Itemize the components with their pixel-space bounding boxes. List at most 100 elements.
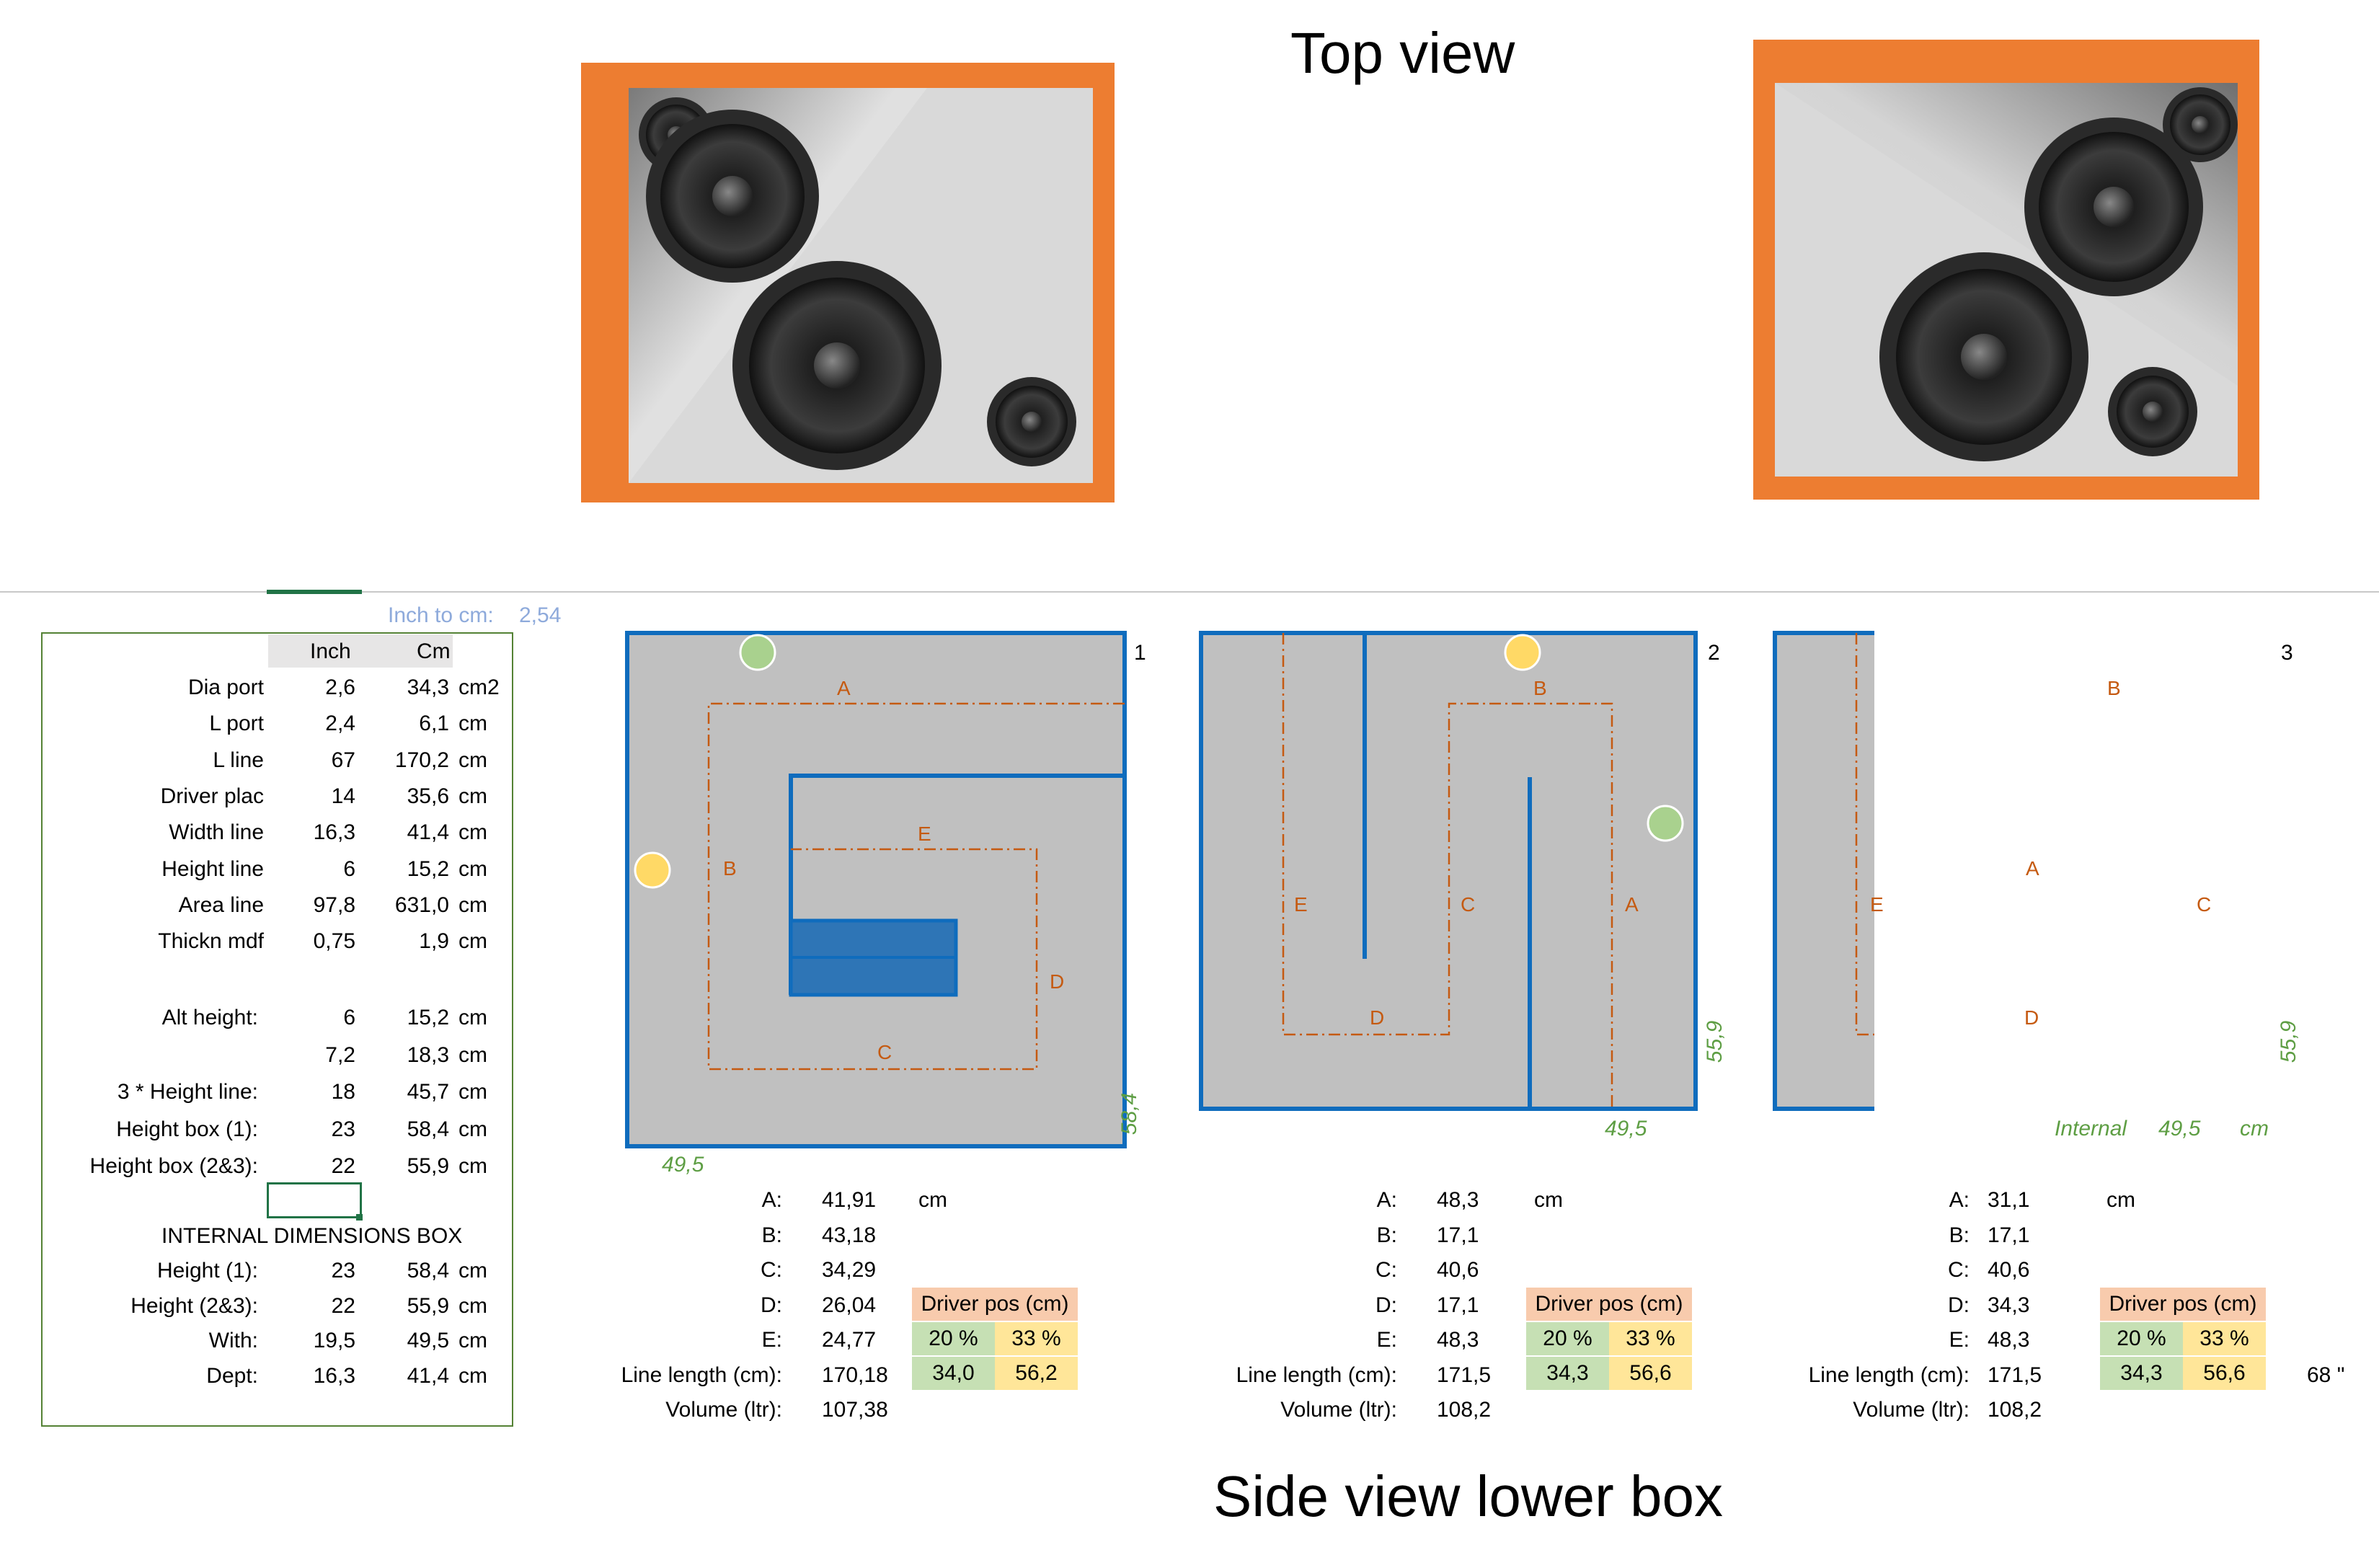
box3-seg-e: E	[1870, 893, 1884, 916]
param-cm: 55,9	[407, 1293, 449, 1318]
box1-seg-b: B	[723, 857, 737, 880]
woofer-icon	[1879, 252, 2088, 461]
param-label: Dia port	[187, 676, 264, 699]
result-label: Volume (ltr):	[1280, 1398, 1397, 1422]
result-unit: cm	[918, 1188, 947, 1212]
result-label: B:	[1949, 1223, 1970, 1247]
param-unit: cm	[458, 892, 487, 917]
param-label: Dept:	[206, 1364, 258, 1388]
param-cm: 58,4	[407, 1259, 449, 1283]
top-view-title: Top view	[1290, 21, 1515, 85]
param-label: Height (2&3):	[130, 1293, 258, 1318]
driver-pos-title: Driver pos (cm)	[2100, 1288, 2266, 1321]
result-unit: cm	[1534, 1188, 1563, 1212]
result-label: A:	[761, 1188, 782, 1212]
param-inch: 23	[331, 1259, 355, 1283]
param-inch: 19,5	[313, 1329, 355, 1353]
conversion-value: 2,54	[519, 603, 562, 627]
param-label: Width line	[169, 820, 264, 845]
box-diagrams	[625, 631, 1874, 1148]
param-inch: 97,8	[313, 892, 355, 917]
result-label: D:	[761, 1293, 782, 1317]
result-value: 17,1	[1437, 1293, 1479, 1317]
result-label: A:	[1376, 1188, 1397, 1212]
result-label: C:	[761, 1258, 782, 1282]
param-label: Alt height:	[161, 1006, 258, 1029]
result-value: 48,3	[1437, 1328, 1479, 1352]
box3-width-label: 49,5	[2158, 1117, 2201, 1140]
box2-number: 2	[1708, 641, 1720, 665]
param-cm: 18,3	[407, 1042, 449, 1067]
box3-internal-label: Internal	[2055, 1117, 2127, 1140]
param-unit: cm	[458, 1154, 487, 1178]
param-cm: 34,3	[407, 676, 449, 699]
param-inch: 0,75	[313, 929, 355, 954]
param-label: Area line	[178, 892, 264, 917]
param-cm: 170,2	[394, 748, 449, 772]
box3-seg-d: D	[2024, 1006, 2039, 1029]
param-unit: cm	[458, 856, 487, 881]
result-value: 43,18	[822, 1223, 877, 1247]
driver-pos-value-20: 34,3	[1526, 1357, 1609, 1390]
internal-dims-title: INTERNAL DIMENSIONS BOX	[161, 1224, 463, 1248]
result-value: 40,6	[1988, 1258, 2030, 1282]
driver-pos-title: Driver pos (cm)	[912, 1288, 1078, 1321]
result-value: 26,04	[822, 1293, 877, 1317]
param-cm: 15,2	[407, 1006, 449, 1029]
selected-cell[interactable]	[267, 1182, 362, 1218]
box2-seg-e: E	[1294, 893, 1308, 916]
param-inch: 22	[331, 1154, 355, 1178]
param-label: L port	[209, 712, 264, 736]
fill-handle[interactable]	[356, 1214, 363, 1221]
param-unit: cm	[458, 1080, 487, 1104]
box-2-diagram	[1199, 631, 1698, 1111]
param-cm: 1,9	[419, 929, 449, 954]
result-label: Line length (cm):	[1808, 1363, 1970, 1387]
param-label: L line	[213, 748, 264, 772]
driver-marker-dot	[634, 851, 671, 889]
param-label: With:	[208, 1329, 258, 1353]
param-label: 3 * Height line:	[117, 1080, 258, 1104]
param-cm: 55,9	[407, 1154, 449, 1178]
box2-height-label: 55,9	[1703, 1020, 1727, 1063]
param-inch: 22	[331, 1293, 355, 1318]
param-inch: 16,3	[313, 820, 355, 845]
param-unit: cm	[458, 1329, 487, 1353]
param-cm: 58,4	[407, 1117, 449, 1141]
midrange-driver-icon	[646, 110, 819, 283]
box3-height-label: 55,9	[2277, 1020, 2301, 1063]
param-label: Thickn mdf	[158, 929, 264, 954]
box2-seg-d: D	[1370, 1006, 1385, 1029]
result-value: 108,2	[1988, 1398, 2042, 1422]
result-value: 34,29	[822, 1258, 877, 1282]
param-cm: 6,1	[419, 712, 449, 736]
param-label: Height box (1):	[116, 1117, 258, 1141]
box3-seg-c: C	[2197, 893, 2212, 916]
driver-pos-value-20: 34,3	[2100, 1357, 2183, 1390]
param-inch: 67	[331, 748, 355, 772]
box1-number: 1	[1134, 641, 1146, 665]
side-view-title: Side view lower box	[1213, 1464, 1723, 1528]
result-value: 40,6	[1437, 1258, 1479, 1282]
box1-seg-e: E	[918, 823, 931, 845]
result-value: 17,1	[1437, 1223, 1479, 1247]
tweeter-icon	[2163, 87, 2238, 162]
sheet-tab-indicator	[267, 590, 362, 594]
box-3-diagram	[1773, 631, 1874, 1111]
param-unit: cm	[458, 748, 487, 772]
param-inch: 6	[343, 1006, 355, 1029]
box2-seg-a: A	[1625, 893, 1639, 916]
driver-pos-value-20: 34,0	[912, 1357, 995, 1390]
speaker-top-view-right	[1753, 40, 2259, 500]
param-unit: cm2	[458, 676, 500, 699]
param-unit: cm	[458, 1364, 487, 1388]
result-label: Line length (cm):	[1236, 1363, 1397, 1387]
param-unit: cm	[458, 712, 487, 736]
result-label: C:	[1948, 1258, 1970, 1282]
driver-pos-pct-33: 33 %	[1609, 1322, 1692, 1355]
param-cm: 45,7	[407, 1080, 449, 1104]
driver-marker-dot	[1504, 634, 1541, 671]
result-value: 48,3	[1437, 1188, 1479, 1212]
box1-height-label: 58,4	[1117, 1092, 1142, 1135]
driver-pos-title: Driver pos (cm)	[1526, 1288, 1692, 1321]
